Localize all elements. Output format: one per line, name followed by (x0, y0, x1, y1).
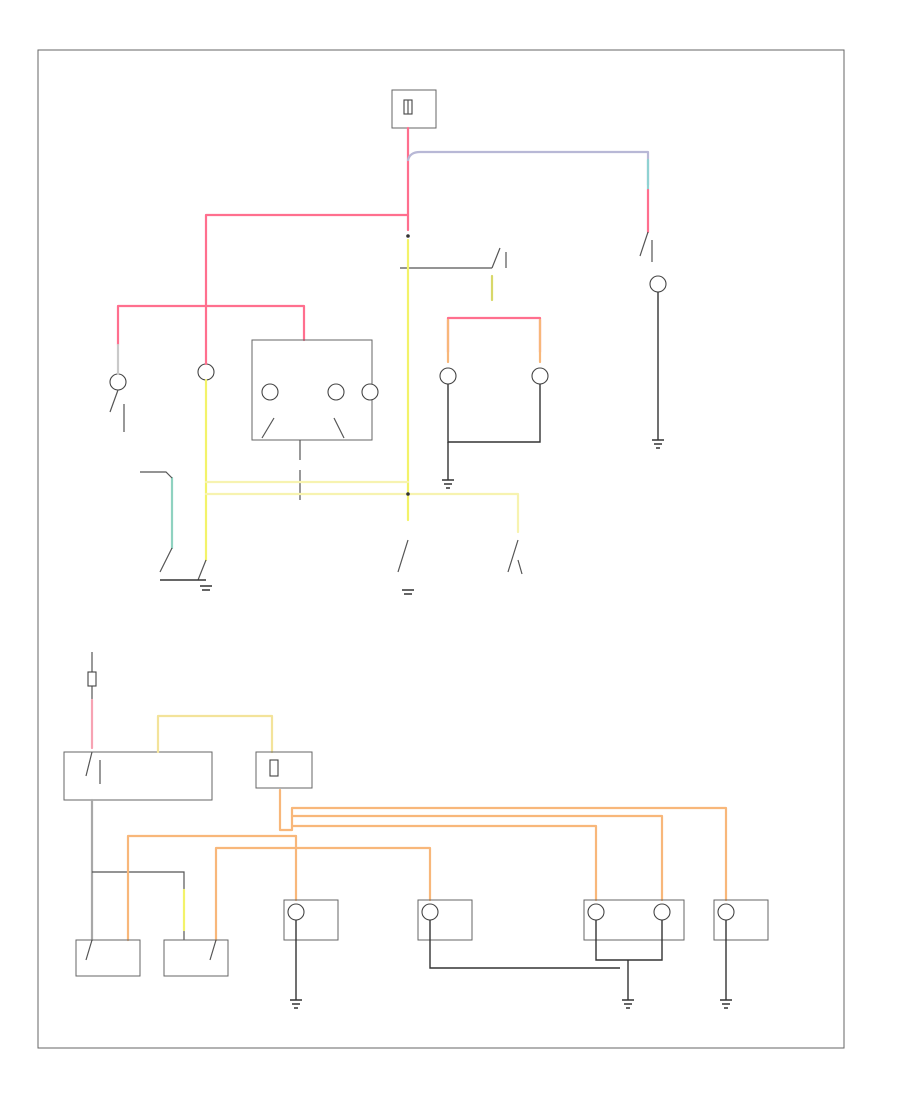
wire-orange-bus-3 (290, 824, 598, 902)
wire-yellow-switch-link (156, 714, 274, 754)
right-door-switch-icon (397, 539, 409, 573)
headlamp-switch-box (63, 751, 213, 801)
bottom-section (63, 652, 769, 1009)
wire-red-lamps (116, 304, 306, 347)
lamp-a-box (283, 899, 339, 941)
dome-lamp-right-icon (327, 383, 345, 401)
lamp-e-box (713, 899, 769, 941)
wire-orange-bus-2 (290, 814, 664, 902)
dome-switch-right-icon (333, 417, 345, 439)
wire-gray-door-ref (140, 471, 173, 479)
headlamp-switch-icon (85, 751, 101, 784)
lamp-glove-box-icon (109, 373, 127, 391)
panel-lamps-box (163, 939, 229, 977)
ground-left-door-icon (200, 585, 212, 591)
glove-box-switch-icon (109, 389, 125, 432)
cargo-lamp-icon (649, 275, 667, 293)
wire-gray-cross (92, 871, 185, 940)
lamp-cluster-left-icon (439, 367, 457, 385)
fuse-lower (87, 671, 97, 687)
rear-door-switch-icon (507, 539, 523, 575)
lamp-cluster-right-icon (531, 367, 549, 385)
wire-gray-branch (406, 150, 650, 187)
cargo-switch-icon (639, 231, 653, 262)
wire-orange-bus-1 (278, 788, 728, 902)
lamp-cd-box (583, 899, 685, 941)
panel-switch-icon (209, 939, 217, 961)
left-door-switch-icon (159, 547, 207, 581)
wire-red-cluster (446, 316, 542, 354)
wire-gnd-cd (595, 920, 663, 961)
lamp-b-box (417, 899, 473, 941)
console-lamps-box (75, 939, 141, 977)
fuse-block (391, 89, 437, 129)
lamp-b-icon (421, 903, 439, 921)
lamp-d-icon (653, 903, 671, 921)
wire-orange-bus-4 (126, 834, 298, 942)
lamp-trunk-icon (197, 363, 215, 381)
dome-lamp-left-icon (261, 383, 279, 401)
splice-top (406, 234, 410, 238)
lamp-c-icon (587, 903, 605, 921)
wire-orange-bus-5 (214, 846, 432, 942)
dome-switch-left-icon (261, 417, 275, 439)
diagram-frame (37, 49, 845, 1049)
wire-yellow-bus-lower (204, 492, 520, 534)
wire-red-left (204, 213, 410, 302)
splice-yellow-bus (406, 492, 410, 496)
ground-a-icon (290, 999, 302, 1009)
wire-gnd-b (429, 920, 620, 969)
dimmer-resistor (269, 759, 279, 777)
door-switch-icon (491, 247, 507, 269)
ground-cd-icon (622, 999, 634, 1009)
lamp-a-icon (287, 903, 305, 921)
reading-lamp-icon (361, 383, 379, 401)
top-section (109, 89, 667, 595)
lamp-e-icon (717, 903, 735, 921)
dimmer-box (255, 751, 313, 789)
ground-cluster-icon (442, 479, 454, 489)
ground-e-icon (720, 999, 732, 1009)
ground-right-door-icon (402, 589, 414, 595)
wire-cluster-gnd (447, 384, 541, 443)
console-switch-icon (85, 939, 93, 961)
ground-cargo-icon (652, 439, 664, 449)
